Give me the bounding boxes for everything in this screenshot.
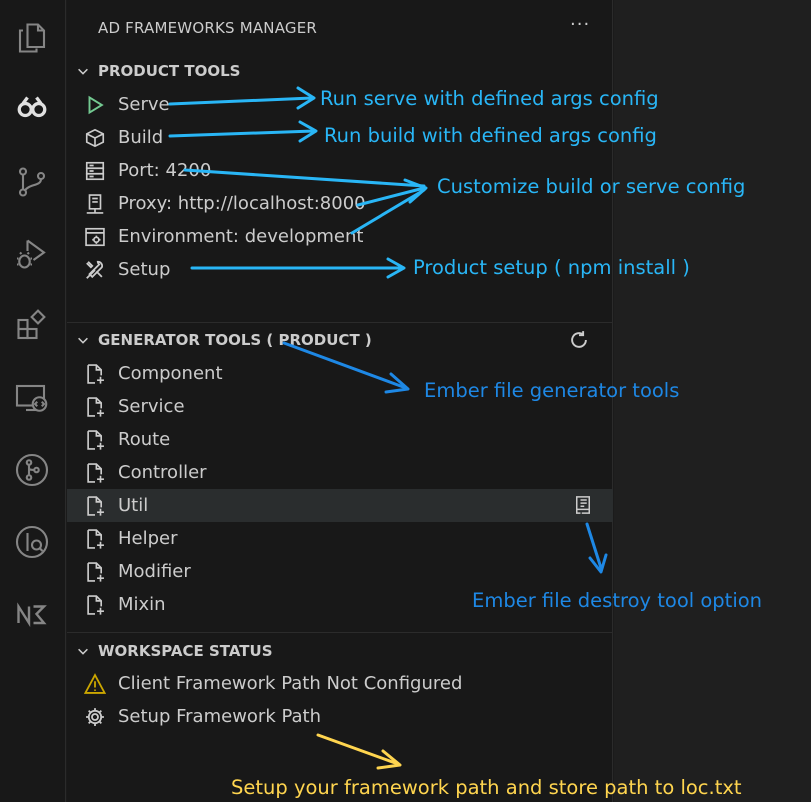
new-file-icon [84, 594, 106, 616]
section-workspace-status[interactable]: WORKSPACE STATUS [67, 637, 613, 665]
run-debug-icon[interactable] [12, 234, 52, 274]
tree-item-path-not-configured[interactable]: Client Framework Path Not Configured [67, 667, 613, 700]
annotation-config: Customize build or serve config [437, 175, 746, 198]
annotation-generator: Ember file generator tools [424, 379, 680, 402]
tree-item-label: Util [118, 495, 149, 516]
tree-item-label: Environment: development [118, 226, 364, 247]
tree-item-mixin[interactable]: Mixin [67, 588, 613, 621]
section-header-label: WORKSPACE STATUS [98, 642, 273, 660]
git-graph-icon[interactable] [12, 450, 52, 490]
tree-item-label: Route [118, 429, 171, 450]
section-header-label: GENERATOR TOOLS ( PRODUCT ) [98, 331, 372, 349]
editor-area [614, 0, 811, 802]
annotation-serve: Run serve with defined args config [320, 87, 659, 110]
remote-explorer-icon[interactable] [12, 378, 52, 418]
more-actions-icon[interactable]: ··· [570, 14, 591, 35]
tree-item-route[interactable]: Route [67, 423, 613, 456]
side-panel: AD FRAMEWORKS MANAGER ··· PRODUCT TOOLS … [67, 0, 613, 802]
tree-item-label: Helper [118, 528, 178, 549]
annotation-build: Run build with defined args config [324, 124, 657, 147]
tree-item-label: Setup [118, 259, 171, 280]
annotation-framework: Setup your framework path and store path… [231, 776, 742, 799]
play-icon [84, 94, 106, 116]
new-file-icon [84, 561, 106, 583]
annotation-destroy: Ember file destroy tool option [472, 589, 763, 612]
new-file-icon [84, 396, 106, 418]
tree-item-setup[interactable]: Setup [67, 253, 613, 286]
tree-item-service[interactable]: Service [67, 390, 613, 423]
settings-window-icon [84, 226, 106, 248]
tree-item-modifier[interactable]: Modifier [67, 555, 613, 588]
tree-item-label: Build [118, 127, 164, 148]
tree-item-label: Mixin [118, 594, 166, 615]
chevron-down-icon [67, 644, 98, 658]
extensions-icon[interactable] [12, 306, 52, 346]
tree-item-label: Setup Framework Path [118, 706, 322, 727]
section-generator-tools[interactable]: GENERATOR TOOLS ( PRODUCT ) [67, 326, 613, 354]
ad-frameworks-icon[interactable] [12, 88, 52, 128]
tree-item-label: Port: 4200 [118, 160, 212, 181]
tree-item-label: Proxy: http://localhost:8000 [118, 193, 366, 214]
tree-item-util[interactable]: Util [67, 489, 613, 522]
new-file-icon [84, 528, 106, 550]
destroy-file-icon[interactable] [573, 495, 593, 515]
tree-item-proxy[interactable]: Proxy: http://localhost:8000 [67, 187, 613, 220]
activity-bar [0, 0, 66, 802]
tree-item-setup-framework-path[interactable]: Setup Framework Path [67, 700, 613, 733]
new-file-icon [84, 429, 106, 451]
git-lens-icon[interactable] [12, 522, 52, 562]
tree-item-label: Service [118, 396, 185, 417]
tree-item-label: Serve [118, 94, 170, 115]
tree-item-serve[interactable]: Serve [67, 88, 613, 121]
package-icon [84, 127, 106, 149]
tree-item-component[interactable]: Component [67, 357, 613, 390]
tree-item-label: Client Framework Path Not Configured [118, 673, 463, 694]
section-header-label: PRODUCT TOOLS [98, 62, 241, 80]
new-file-icon [84, 495, 106, 517]
tools-icon [84, 259, 106, 281]
tree-item-label: Modifier [118, 561, 191, 582]
tree-item-label: Controller [118, 462, 207, 483]
section-divider [67, 632, 613, 633]
gear-icon [84, 706, 106, 728]
chevron-down-icon [67, 64, 98, 78]
tree-item-controller[interactable]: Controller [67, 456, 613, 489]
remote-icon [84, 193, 106, 215]
section-product-tools[interactable]: PRODUCT TOOLS [67, 57, 613, 85]
new-file-icon [84, 462, 106, 484]
server-icon [84, 160, 106, 182]
tree-item-build[interactable]: Build [67, 121, 613, 154]
refresh-icon[interactable] [568, 329, 590, 351]
n2-icon[interactable] [12, 594, 52, 634]
source-control-icon[interactable] [12, 162, 52, 202]
panel-title: AD FRAMEWORKS MANAGER [98, 19, 318, 37]
explorer-icon[interactable] [12, 18, 52, 58]
tree-item-helper[interactable]: Helper [67, 522, 613, 555]
new-file-icon [84, 363, 106, 385]
tree-item-environment[interactable]: Environment: development [67, 220, 613, 253]
section-divider [67, 322, 613, 323]
tree-item-label: Component [118, 363, 223, 384]
chevron-down-icon [67, 333, 98, 347]
warning-icon [84, 672, 106, 695]
annotation-setup: Product setup ( npm install ) [413, 256, 690, 279]
